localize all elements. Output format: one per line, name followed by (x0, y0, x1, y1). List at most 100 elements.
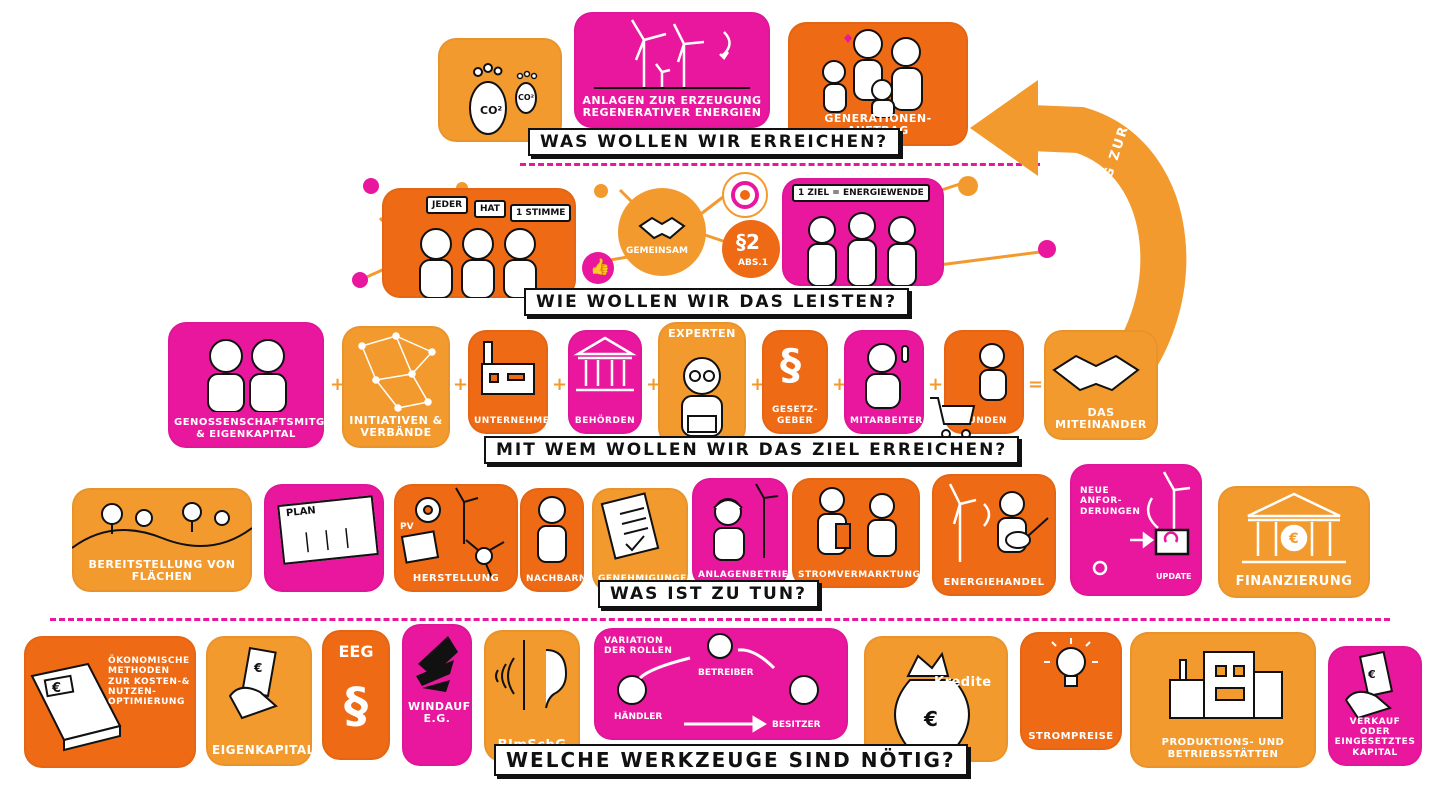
paragraph-node: §2 Abs.1 (722, 220, 780, 278)
paragraph-icon: § (780, 340, 801, 389)
eigenkapital-tile: € Eigenkapital (206, 636, 312, 766)
co2-label-b: CO² (518, 93, 535, 102)
footprint-tile: CO² CO² (438, 38, 562, 142)
plus-sign: + (928, 374, 944, 395)
tile-label: Behörden (574, 415, 636, 426)
pv-label: PV (400, 522, 414, 532)
bubble-jeder: Jeder (426, 196, 469, 214)
document-icon (600, 492, 660, 560)
unternehmen-tile: Unternehmen (468, 330, 548, 434)
factory-icon (481, 341, 535, 395)
gesetzgeber-tile: § Gesetz-geber (762, 330, 828, 434)
tile-label: Finanzierung (1235, 574, 1353, 590)
ear-icon (495, 640, 568, 710)
separator-2 (50, 618, 1390, 621)
paragraph-label: §2 (736, 230, 760, 254)
generationen-tile: Generationen-auftrag (788, 22, 968, 146)
tile-label: Genossenschaftsmitglieder & Eigenkapital (174, 417, 324, 440)
update-icon (1092, 471, 1191, 576)
roles-cycle-icon (617, 633, 819, 733)
government-building-icon (573, 336, 637, 392)
energiehandel-tile: Energiehandel (932, 474, 1056, 596)
gemeinsam-node: Gemeinsam (618, 188, 706, 276)
windauf-logo-icon (416, 636, 458, 692)
update-label: Update (1156, 572, 1192, 581)
tile-label: Energiehandel (943, 576, 1045, 588)
landscape-icon (72, 502, 252, 549)
anlagen-tile: Anlagen zur Erzeugung regenerativer Ener… (574, 12, 770, 128)
tile-label: Variation der Rollen (604, 636, 673, 657)
money-bag-icon: € (894, 651, 970, 751)
genehmigungen-tile: Genehmigungen (592, 488, 688, 592)
finanzierung-tile: € Finanzierung (1218, 486, 1370, 598)
expert-icon (681, 357, 723, 437)
behoerden-tile: Behörden (568, 330, 642, 434)
tile-label: Anlagenbetrieb (698, 569, 788, 580)
production-icon (400, 487, 505, 579)
wind-turbine-icon (594, 19, 750, 89)
genossenschaft-tile: Genossenschaftsmitglieder & Eigenkapital (168, 322, 324, 448)
paragraph-icon: § (344, 678, 368, 734)
energy-trading-icon (948, 483, 1049, 562)
building-icon (1169, 651, 1283, 719)
plan-sheet: Plan (277, 495, 379, 565)
kredite-tile: € Kredite (864, 636, 1008, 762)
nachbarn-tile: Nachbarn (520, 488, 584, 592)
jeder-hat-stimme-tile: Jeder hat 1 Stimme (382, 188, 576, 298)
tile-label: Kredite (934, 675, 992, 690)
question-4: Was ist zu tun? (598, 580, 819, 608)
tile-label: Kunden (961, 415, 1007, 426)
tile-label: Gesetz-geber (772, 405, 818, 426)
windauf-tile: Windauf e.G. (402, 624, 472, 766)
besitzer-label: Besitzer (772, 720, 821, 730)
anlagenbetrieb-tile: Anlagenbetrieb (692, 478, 788, 588)
plus-sign: + (453, 374, 469, 395)
tile-label: Nachbarn (526, 573, 584, 584)
binder-icon: € (30, 662, 122, 752)
handshake-icon (1052, 354, 1140, 392)
separator-1 (520, 163, 1040, 166)
plus-sign: + (832, 374, 848, 395)
bimschg-tile: BImSchG (484, 630, 580, 762)
network-icon (358, 332, 436, 412)
ziel-tile: 1 Ziel = Energiewende (782, 178, 944, 286)
tile-label: Stromvermarktung (798, 569, 920, 580)
question-2: Wie wollen wir das leisten? (524, 288, 910, 316)
network-node (958, 176, 978, 196)
members-icon (207, 339, 287, 412)
plus-sign: + (646, 374, 662, 395)
equals-sign: = (1028, 374, 1044, 395)
thumbs-up-node: 👍 (582, 252, 614, 284)
footprint-icon (469, 63, 538, 135)
bank-icon: € (1242, 492, 1346, 564)
logo-icon (731, 181, 759, 209)
tile-label: Das Miteinander (1055, 405, 1147, 432)
plus-sign: + (552, 374, 568, 395)
question-3: Mit wem wollen wir das Ziel erreichen? (484, 436, 1020, 464)
turbine-sketch-icon (305, 528, 349, 553)
employee-icon (865, 343, 909, 409)
verkauf-tile: € Verkauf oder eingesetztes Kapital (1328, 646, 1422, 766)
variation-rollen-tile: Variation der Rollen Betreiber Händler B… (594, 628, 848, 740)
eeg-label: EEG (338, 642, 374, 661)
group-icon (807, 212, 917, 286)
herstellung-tile: PV Herstellung (394, 484, 518, 592)
haendler-label: Händler (614, 712, 663, 722)
people-icon (419, 228, 537, 298)
miteinander-tile: Das Miteinander (1044, 330, 1158, 440)
ziel-bubble: 1 Ziel = Energiewende (792, 184, 930, 202)
network-node (1038, 240, 1056, 258)
co2-label-a: CO² (480, 104, 503, 117)
stromvermarktung-tile: Stromvermarktung (792, 478, 920, 588)
tile-label: Experten (668, 327, 736, 340)
tile-label: Herstellung (412, 572, 500, 584)
money-hand-icon: € (228, 646, 278, 720)
shopping-cart-icon (979, 343, 1007, 401)
plus-sign: + (750, 374, 766, 395)
neue-anforderungen-tile: Neue Anfor-derungen Update (1070, 464, 1202, 596)
initiativen-tile: Initiativen & Verbände (342, 326, 450, 448)
svg-text:€: € (1288, 531, 1299, 547)
operator-icon (713, 483, 779, 561)
experten-tile: Experten (658, 322, 746, 446)
svg-text:€: € (923, 707, 938, 731)
